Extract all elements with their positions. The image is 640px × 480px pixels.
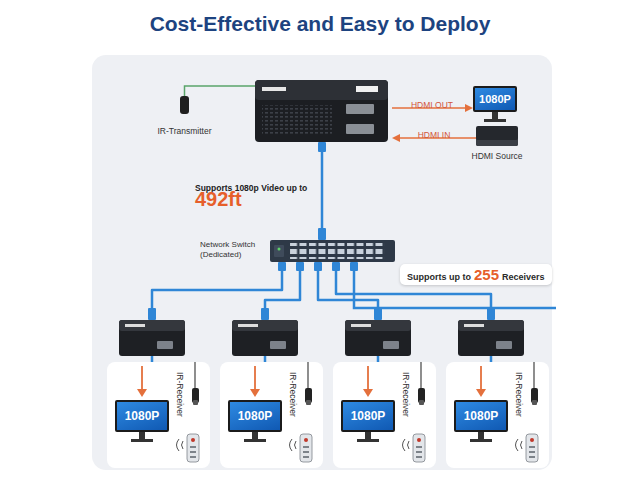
- network-cable: [321, 142, 324, 240]
- switch-art: [270, 240, 395, 262]
- callout-box: Supports up to255Receivers: [400, 264, 552, 285]
- resolution-label: 1080P: [351, 409, 386, 423]
- resolution-label: 1080P: [479, 93, 511, 105]
- receiver-device: [232, 308, 298, 356]
- vent-grille: [262, 105, 332, 136]
- receiver-panel: IR-Receiver1080P: [446, 362, 549, 468]
- rj45-plug: [278, 262, 286, 271]
- transmitter-top: [255, 80, 388, 100]
- network-cable: [354, 262, 556, 308]
- device-label: Network Switch (Dedicated): [200, 240, 255, 259]
- title: Cost-Effective and Easy to Deploy: [150, 12, 491, 35]
- hdmi-port: [346, 124, 374, 134]
- ir-transmitter-cable: [185, 86, 257, 96]
- callout-text: Receivers: [502, 272, 545, 282]
- receiver-panel: IR-Receiver1080P: [220, 362, 323, 468]
- rj45-plug: [296, 262, 304, 271]
- receiver-panel: IR-Receiver1080P: [333, 362, 436, 468]
- brand-sticker: [356, 86, 378, 92]
- device-label: HDMI Source: [471, 151, 522, 161]
- backdrop-panel: [92, 55, 552, 470]
- callout-text: Supports up to: [407, 272, 471, 282]
- resolution-label: 1080P: [464, 409, 499, 423]
- rj45-plug: [350, 262, 358, 271]
- monitor-screen: 1080P: [228, 400, 282, 432]
- ir-transmitter: IR-Transmitter: [180, 96, 189, 114]
- arrow-head: [392, 134, 400, 142]
- switch-ports: [274, 243, 385, 259]
- rj45-plug: [318, 228, 326, 240]
- rj45-plug: [314, 262, 322, 271]
- receiver-device: [345, 308, 411, 356]
- label-holder: 492ft: [195, 189, 242, 210]
- brand-strip: [262, 87, 286, 91]
- resolution-label: 1080P: [238, 409, 273, 423]
- network-switch: Network Switch (Dedicated): [270, 240, 395, 262]
- monitor-stand: [492, 112, 498, 119]
- distance-value: 492ft: [195, 188, 242, 210]
- device-label: IR-Transmitter: [158, 126, 212, 136]
- hdmi-port: [346, 104, 374, 114]
- arrow-head: [465, 104, 473, 112]
- signal-label: HDMI IN: [418, 130, 451, 140]
- rj45-plug: [318, 142, 326, 152]
- monitor-screen: 1080P: [454, 400, 508, 432]
- receiver-device: [458, 308, 524, 356]
- receiver-panel: IR-Receiver1080P: [107, 362, 210, 468]
- monitor-screen: 1080P: [341, 400, 395, 432]
- label-holder: IR-Transmitter: [158, 126, 212, 136]
- label-holder: HDMI IN: [418, 124, 451, 142]
- rj45-plug: [332, 262, 340, 271]
- monitor-screen: 1080P: [473, 86, 517, 112]
- label-holder: HDMI OUT: [411, 94, 453, 112]
- monitor-screen: 1080P: [115, 400, 169, 432]
- callout-text: 255: [474, 266, 499, 283]
- title-bar: Cost-Effective and Easy to Deploy: [0, 12, 640, 36]
- signal-label: HDMI OUT: [411, 100, 453, 110]
- label-holder: HDMI Source: [471, 151, 522, 161]
- resolution-label: 1080P: [125, 409, 160, 423]
- receiver-device: [119, 308, 185, 356]
- label-holder: Network Switch (Dedicated): [200, 240, 264, 259]
- transmitter-body: [255, 80, 388, 142]
- hdmi-source: HDMI Source: [476, 126, 518, 146]
- monitor-base: [484, 119, 506, 122]
